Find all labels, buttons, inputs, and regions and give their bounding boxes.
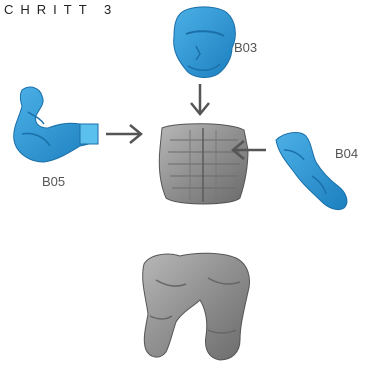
part-right-arm-b04 <box>275 132 348 211</box>
arrow-b04-to-torso <box>231 140 266 160</box>
part-label-b05: B05 <box>42 174 66 189</box>
part-head-b03 <box>173 6 236 78</box>
step-title: CHRITT 3 <box>4 2 119 17</box>
arrow-b03-to-torso <box>190 84 210 116</box>
part-left-arm-b05 <box>13 86 99 163</box>
part-torso <box>158 123 249 205</box>
part-label-b03: B03 <box>234 40 258 55</box>
part-label-b04: B04 <box>335 146 359 161</box>
part-legs <box>142 252 250 361</box>
arrow-b05-to-torso <box>106 124 143 144</box>
